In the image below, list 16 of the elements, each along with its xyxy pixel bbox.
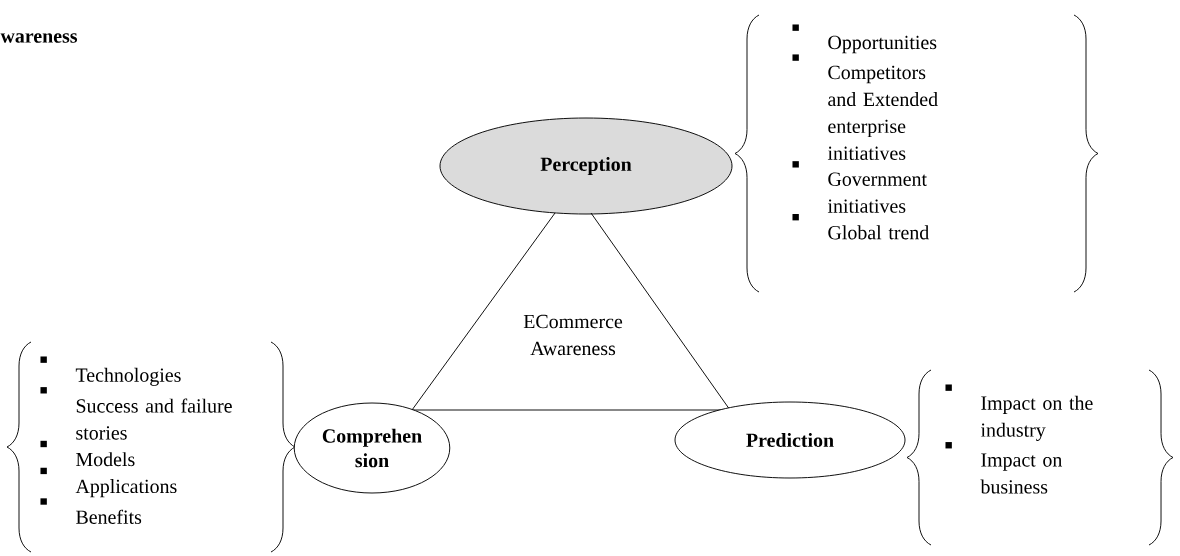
list-item: Government initiatives (792, 161, 927, 213)
list-item: Impact on the industry (945, 384, 1093, 441)
list-item: Benefits (40, 498, 142, 524)
bracketed-list (734, 14, 1099, 293)
bracketed-list (906, 369, 1174, 546)
list-item: Models (40, 440, 135, 467)
list-item: Applications (40, 467, 177, 498)
bracketed-list (6, 341, 296, 553)
list-item: Global trend (792, 214, 929, 240)
list-item: Competitors and Extended enterprise initiatives (792, 54, 938, 160)
list-item: Success and failure stories (40, 387, 232, 440)
heading: wareness (0, 33, 78, 43)
triangle-label: ECommerce Awareness (523, 314, 623, 356)
list-item: Opportunities (792, 24, 937, 54)
list-item: Technologies (40, 356, 181, 386)
list-item: Impact on business (945, 442, 1063, 494)
